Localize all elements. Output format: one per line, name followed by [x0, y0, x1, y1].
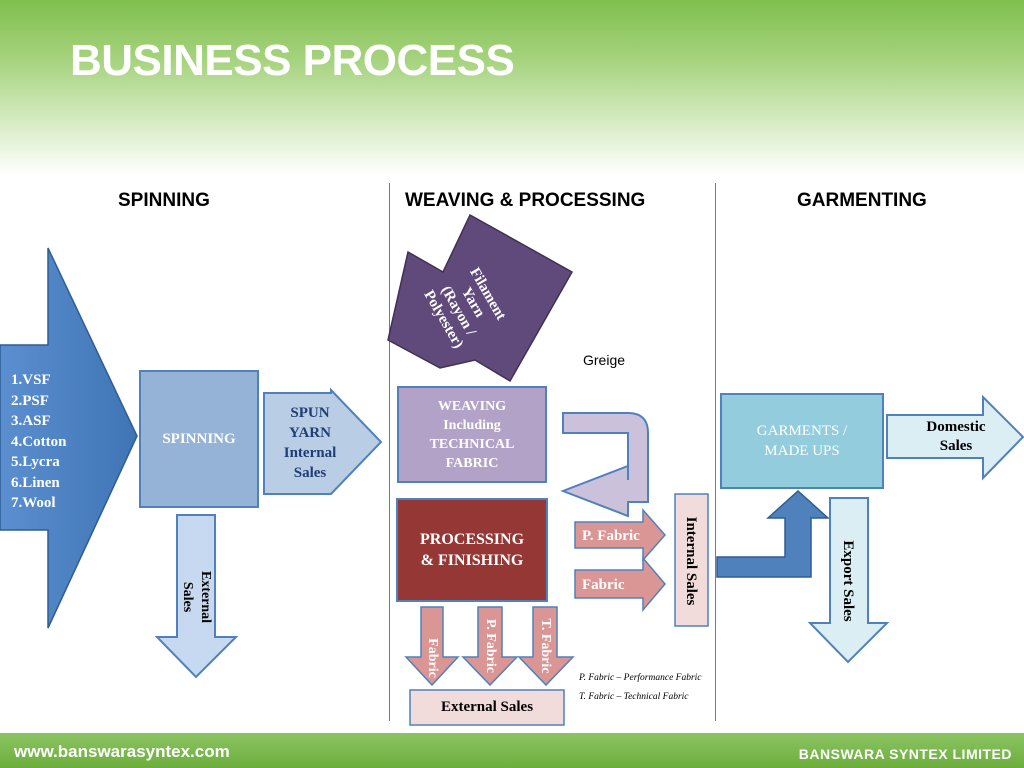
down-arrow-fabric-label: Fabric	[425, 638, 440, 678]
spinning-external-arrow	[154, 514, 239, 679]
processing-box-shape	[396, 498, 548, 602]
down-arrow-p-fabric-label: P. Fabric	[483, 619, 498, 673]
list-item: 6.Linen	[11, 474, 60, 491]
spun-yarn-arrow	[263, 387, 383, 495]
divider-red	[715, 183, 716, 721]
list-item: 4.Cotton	[11, 433, 67, 450]
spun-yarn-line: SPUN	[290, 405, 330, 421]
spinning-external-line: Sales	[180, 581, 195, 613]
list-item: 5.Lycra	[11, 454, 60, 470]
note-p-fabric: P. Fabric – Performance Fabric	[579, 673, 702, 683]
divider-blue	[389, 183, 390, 721]
page-title: BUSINESS PROCESS	[70, 36, 515, 85]
down-arrow-t-fabric	[517, 606, 575, 687]
domestic-line: Sales	[939, 438, 973, 454]
spun-yarn-line: YARN	[289, 425, 331, 441]
domestic-line: Domestic	[926, 419, 986, 435]
domestic-sales-arrow	[886, 394, 1024, 481]
spinning-external-line: External	[198, 570, 213, 624]
p-fabric-label: P. Fabric	[582, 528, 640, 544]
fabric-arrow	[574, 555, 666, 613]
weaving-box-shape	[397, 386, 547, 483]
processing-line: PROCESSING	[419, 531, 525, 548]
spinning-box-label: SPINNING	[162, 430, 236, 447]
weaving-line: TECHNICAL	[429, 437, 515, 452]
u-turn-arrow	[560, 412, 649, 518]
spun-yarn-line: Internal	[283, 445, 337, 461]
fabric-label: Fabric	[582, 577, 625, 593]
export-sales-label: Export Sales	[840, 540, 857, 622]
footer-bar	[0, 733, 1024, 768]
p-fabric-arrow	[574, 508, 666, 562]
garments-box: GARMENTS / MADE UPS	[721, 400, 883, 482]
note-t-fabric: T. Fabric – Technical Fabric	[579, 692, 689, 702]
weaving-line: WEAVING	[437, 399, 507, 414]
spun-yarn-line: Sales	[293, 465, 327, 481]
export-sales-arrow	[807, 497, 890, 664]
weaving-line: Including	[443, 418, 501, 433]
spinning-external-label: External Sales	[174, 557, 218, 637]
list-item: 7.Wool	[11, 495, 56, 511]
down-arrow-t-fabric-label: T. Fabric	[538, 618, 553, 674]
garments-line: MADE UPS	[764, 443, 840, 459]
list-item: 3.ASF	[11, 413, 51, 429]
footer-website-link[interactable]: www.banswarasyntex.com	[14, 742, 230, 761]
spinning-box-shape	[139, 370, 259, 508]
raw-materials-arrow	[0, 247, 138, 629]
raw-materials-list: 1.VSF 2.PSF 3.ASF 4.Cotton 5.Lycra 6.Lin…	[11, 370, 66, 514]
column-header-spinning: SPINNING	[118, 190, 210, 211]
filament-arrow	[387, 213, 574, 383]
internal-sales-box-shape	[674, 493, 709, 627]
external-sales-box: External Sales	[440, 699, 534, 715]
greige-label: Greige	[583, 352, 626, 368]
down-arrow-fabric	[404, 606, 460, 687]
internal-sales-label: Internal Sales	[683, 516, 700, 606]
garments-box-shape	[720, 393, 884, 489]
column-header-weaving: WEAVING & PROCESSING	[405, 190, 646, 211]
bent-up-arrow	[716, 489, 830, 578]
weaving-line: FABRIC	[445, 456, 499, 471]
weaving-box: WEAVING Including TECHNICAL FABRIC	[398, 392, 546, 478]
garments-line: GARMENTS /	[756, 423, 848, 439]
footer-company: BANSWARA SYNTEX LIMITED	[798, 746, 1012, 762]
external-sales-box-shape	[409, 689, 565, 726]
list-item: 1.VSF	[11, 372, 51, 388]
spinning-box: SPINNING	[140, 371, 258, 507]
processing-line: & FINISHING	[420, 552, 524, 569]
column-header-garmenting: GARMENTING	[797, 190, 927, 211]
down-arrow-p-fabric	[461, 606, 519, 687]
list-item: 2.PSF	[11, 392, 49, 409]
spun-yarn-label: SPUN YARN Internal Sales	[264, 400, 356, 486]
domestic-sales-label: Domestic Sales	[900, 416, 1012, 458]
processing-box: PROCESSING & FINISHING	[397, 520, 547, 580]
